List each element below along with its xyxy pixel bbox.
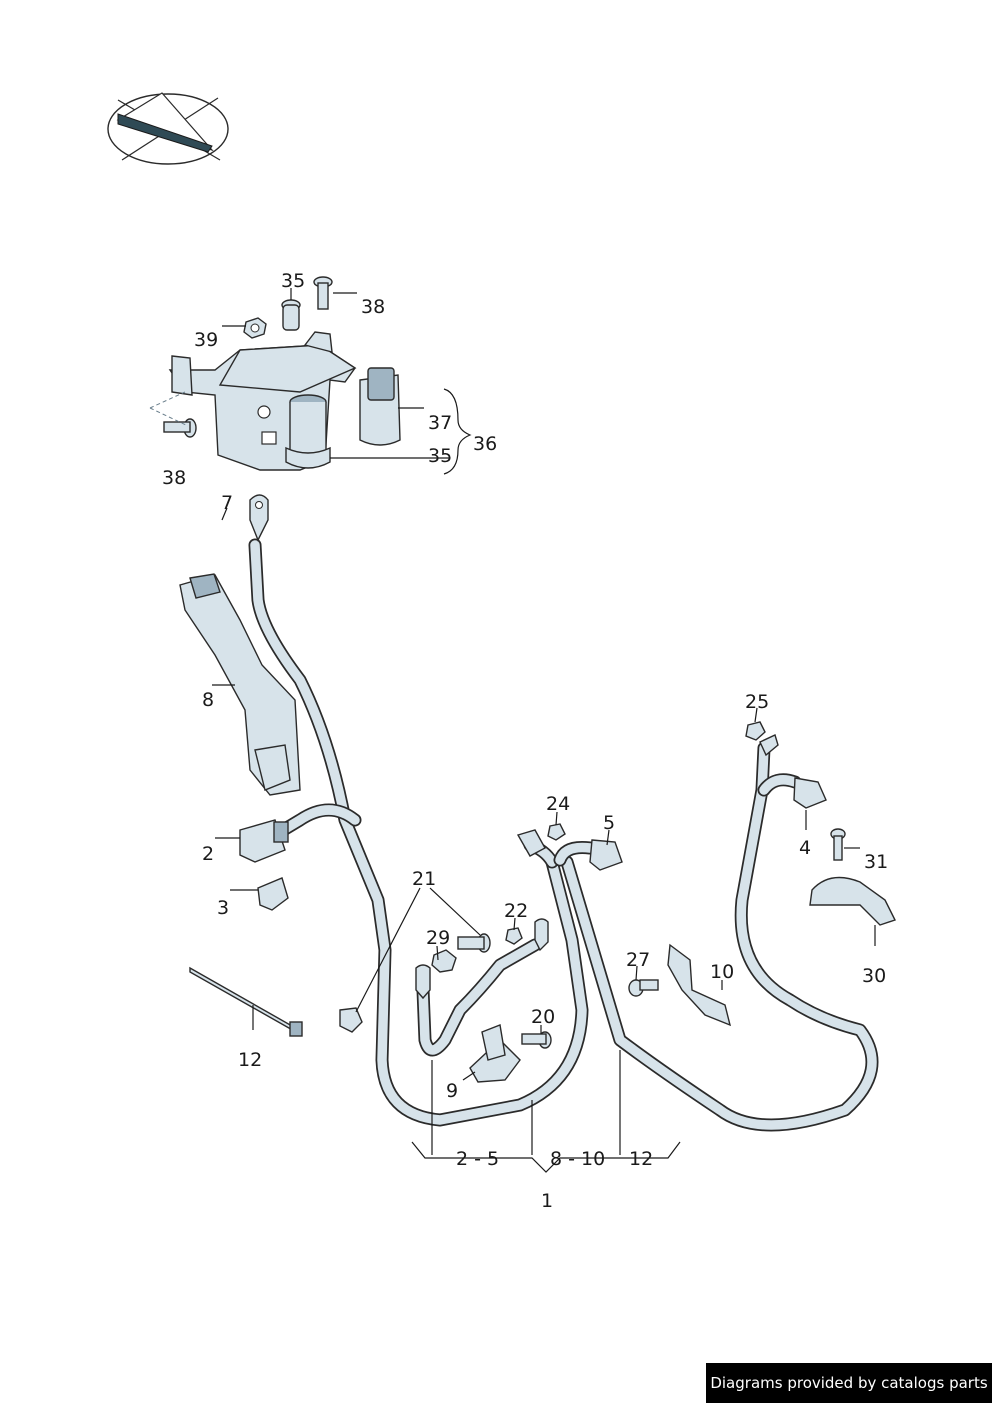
callout-35-bottom: 35 (428, 445, 452, 467)
callout-29: 29 (426, 927, 450, 949)
battery-bracket-assembly (168, 331, 401, 471)
callout-36: 36 (473, 433, 497, 455)
callout-2: 2 (202, 843, 214, 865)
bracket-10 (667, 943, 732, 1027)
callout-7: 7 (221, 492, 233, 514)
ring-terminal-top (249, 494, 269, 542)
sleeve-35-top (281, 299, 301, 331)
ring-terminal-22 (534, 918, 549, 952)
callout-30: 30 (862, 965, 886, 987)
clip-3 (257, 877, 289, 911)
bolt-38-top (313, 276, 333, 310)
callout-8: 8 (202, 689, 214, 711)
group-label-12: 12 (629, 1148, 653, 1170)
bracket-9 (469, 1024, 521, 1083)
callout-22: 22 (504, 900, 528, 922)
main-cable (248, 538, 879, 1132)
callout-38-left: 38 (162, 467, 186, 489)
cable-tie-12 (189, 966, 303, 1037)
ring-terminal-29 (415, 964, 431, 1000)
callout-31: 31 (864, 851, 888, 873)
nut-29 (431, 949, 457, 973)
callout-38-top: 38 (361, 296, 385, 318)
callout-24: 24 (546, 793, 570, 815)
callout-labels: 35 38 39 37 36 35 38 7 8 2 3 12 21 29 22… (162, 270, 888, 1212)
clip-21 (339, 1007, 363, 1033)
nut-22 (505, 927, 523, 945)
compass-icon (107, 92, 229, 165)
connector-5 (589, 839, 623, 871)
bolt-38-left (163, 418, 197, 438)
attribution-banner: Diagrams provided by catalogs parts (706, 1363, 992, 1403)
bracket-30 (809, 876, 896, 926)
nut-25 (745, 721, 766, 741)
bolt-31 (830, 828, 846, 861)
bolt-20 (521, 1031, 552, 1049)
connector-2 (239, 819, 289, 863)
group-label-8-10: 8 - 10 (550, 1148, 605, 1170)
bolt-21 (457, 933, 491, 953)
callout-37: 37 (428, 412, 452, 434)
callout-39: 39 (194, 329, 218, 351)
connector-4 (793, 777, 827, 809)
callout-20: 20 (531, 1006, 555, 1028)
callout-35-top: 35 (281, 270, 305, 292)
leader-lines (212, 288, 876, 1173)
callout-12-tie: 12 (238, 1049, 262, 1071)
callout-1: 1 (541, 1190, 553, 1212)
terminal-bracket-24 (516, 829, 546, 857)
callout-3: 3 (217, 897, 229, 919)
cable-guide-8 (179, 573, 301, 796)
nut-24 (547, 823, 566, 841)
callout-10: 10 (710, 961, 734, 983)
nut-39 (243, 317, 267, 339)
callout-25: 25 (745, 691, 769, 713)
callout-27: 27 (626, 949, 650, 971)
bolt-27 (628, 979, 659, 997)
callout-21: 21 (412, 868, 436, 890)
callout-5: 5 (603, 812, 615, 834)
group-label-2-5: 2 - 5 (456, 1148, 499, 1170)
ring-terminal-25 (759, 734, 779, 757)
callout-9: 9 (446, 1080, 458, 1102)
callout-4: 4 (799, 837, 811, 859)
